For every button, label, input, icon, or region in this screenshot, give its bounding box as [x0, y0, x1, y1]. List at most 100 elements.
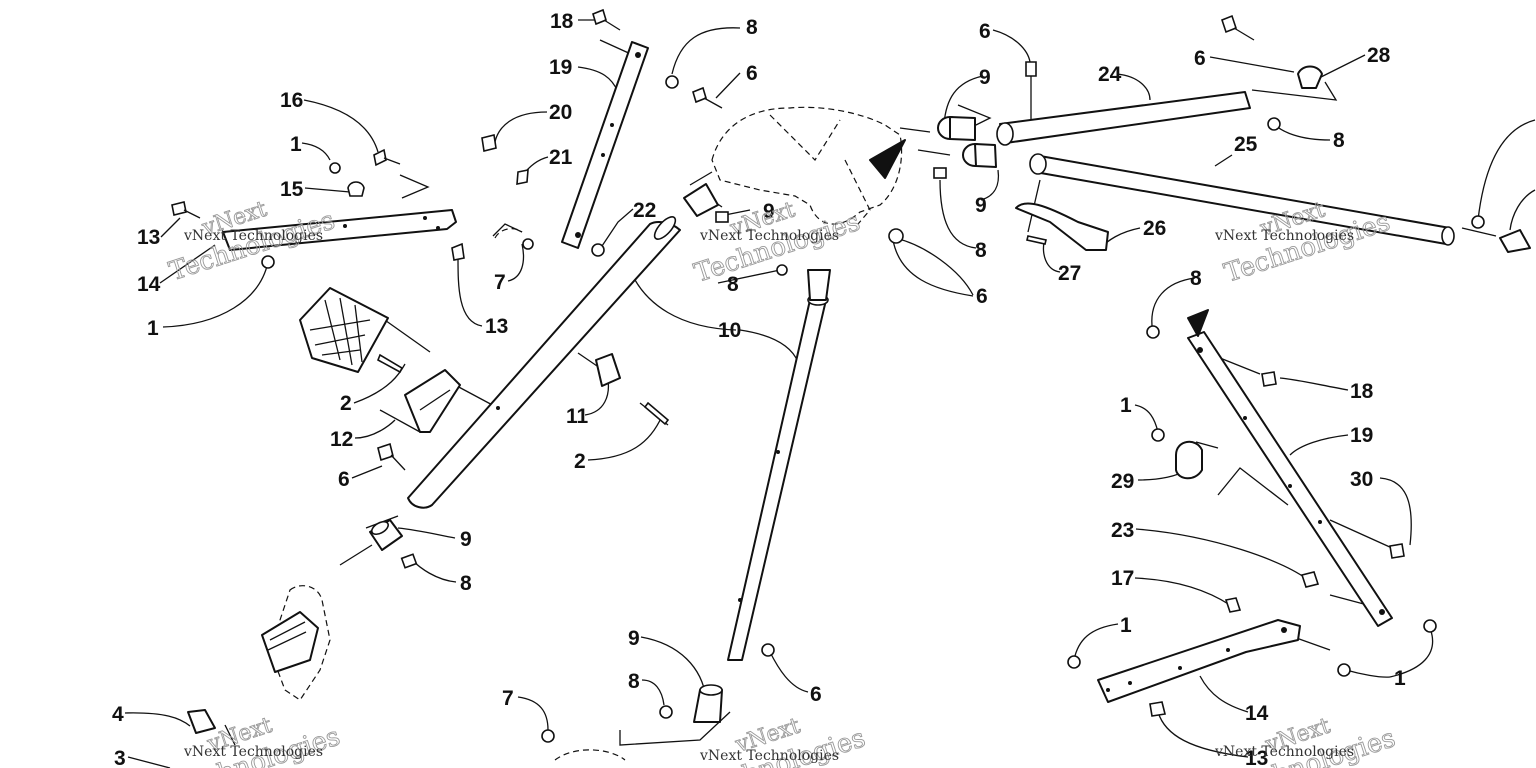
nut-right-edge: [1471, 215, 1485, 229]
callout-30: 30: [1350, 468, 1373, 491]
part-4: [187, 709, 216, 734]
nut-7-bottom: [541, 729, 555, 743]
steering-column: [541, 139, 906, 743]
bolt-20: [481, 134, 497, 152]
bolt-18-upper: [592, 8, 621, 31]
clip-11: [595, 353, 621, 387]
bolt-6-right: [1221, 14, 1255, 41]
callout-1-brace: 1: [1120, 394, 1132, 417]
bolt-16: [373, 148, 401, 167]
callout-1-left: 1: [147, 317, 159, 340]
arrow-marker-right: [1187, 309, 1209, 337]
callout-9-tube-b: 9: [975, 194, 987, 217]
nut-8-center-2: [776, 264, 788, 276]
callout-18-upper: 18: [550, 10, 574, 33]
bolt-13-left: [171, 201, 201, 219]
nut-1-bracket-left: [1067, 655, 1081, 669]
svg-text:vNext Technologies: vNext Technologies: [699, 228, 839, 244]
bolt-6-mid: [377, 442, 406, 471]
bolt-30: [1389, 543, 1405, 559]
nut-8-brace: [1146, 325, 1160, 339]
svg-text:vNext Technologies: vNext Technologies: [699, 748, 839, 764]
brace-19-right: [1146, 309, 1437, 633]
callout-13-right: 13: [1245, 747, 1268, 768]
callout-15: 15: [280, 178, 304, 201]
part-right-edge: [1499, 229, 1531, 253]
callout-26: 26: [1143, 217, 1166, 240]
callout-8-center: 8: [727, 273, 739, 296]
callout-1-bracket-left: 1: [1120, 614, 1132, 637]
callout-6-mid: 6: [338, 468, 350, 491]
callout-6-upper: 6: [746, 62, 758, 85]
callout-9-bottom: 9: [628, 627, 640, 650]
clamp-29: [1175, 440, 1219, 480]
svg-text:vNext Technologies: vNext Technologies: [183, 228, 323, 244]
callout-19-upper: 19: [549, 56, 572, 79]
callout-1-top: 1: [290, 133, 302, 156]
callout-8-bottom: 8: [628, 670, 640, 693]
cap-28: [1297, 65, 1323, 89]
callout-27: 27: [1058, 262, 1081, 285]
left-bracket: [171, 148, 534, 269]
callout-24: 24: [1098, 63, 1122, 86]
callout-21: 21: [549, 146, 573, 169]
bushing-9-bottom: [693, 684, 723, 723]
clamp-26: [1015, 202, 1109, 251]
clamp-15: [347, 181, 365, 197]
mounting-hardware: [299, 287, 670, 433]
callout-2-mid: 2: [574, 450, 586, 473]
svg-text:vNext Technologies: vNext Technologies: [1214, 744, 1354, 760]
steering-shaft-10: [369, 216, 681, 569]
nut-1-bracket-right: [1337, 663, 1351, 677]
callout-7-bottom: 7: [502, 687, 514, 710]
grille-block: [299, 287, 389, 373]
rivet-2-mid: [643, 401, 670, 426]
brace-19-upper: [481, 8, 723, 257]
callout-3: 3: [114, 747, 126, 768]
nut-1-brace: [1151, 428, 1165, 442]
watermark-captions: vNext Technologies vNext Technologies vN…: [183, 228, 1354, 764]
nut-1-right-lower: [1423, 619, 1437, 633]
handlebar-tubes: [933, 14, 1531, 253]
bracket-12: [379, 369, 461, 433]
callout-17: 17: [1111, 567, 1134, 590]
bolt-6-tube: [1025, 61, 1037, 120]
arrow-marker: [869, 139, 906, 179]
nut-1-top: [329, 162, 341, 174]
bolt-6-center: [888, 228, 904, 244]
callout-10: 10: [718, 319, 741, 342]
callout-16: 16: [280, 89, 303, 112]
rivet-2-left: [376, 353, 404, 374]
callout-19-right: 19: [1350, 424, 1373, 447]
callout-25: 25: [1234, 133, 1258, 156]
nut-7: [522, 238, 534, 250]
bushing-9-center: [683, 183, 719, 217]
bolt-17: [1224, 597, 1242, 613]
callout-13-left: 13: [137, 226, 160, 249]
lower-mount: [187, 611, 319, 734]
nut-8-right: [1267, 117, 1281, 131]
nut-8-tube: [933, 167, 947, 179]
callout-9-lower: 9: [460, 528, 472, 551]
clip-21: [516, 169, 529, 185]
callout-29: 29: [1111, 470, 1134, 493]
callout-8-brace: 8: [1190, 267, 1202, 290]
callout-6-top-center: 6: [979, 20, 991, 43]
nut-8-center: [715, 211, 729, 223]
callout-11: 11: [566, 405, 589, 428]
callout-18-right: 18: [1350, 380, 1374, 403]
callout-13-mid: 13: [485, 315, 508, 338]
callout-20: 20: [549, 101, 572, 124]
bushing-9-lower: [369, 519, 403, 551]
bushing-upper-center: [807, 269, 831, 301]
bushing-9-right-b: [962, 143, 997, 168]
screw-27: [1026, 235, 1047, 245]
callout-9-tube-a: 9: [979, 66, 991, 89]
svg-text:vNext Technologies: vNext Technologies: [1214, 228, 1354, 244]
callout-2-left: 2: [340, 392, 352, 415]
callout-6-bottom: 6: [810, 683, 822, 706]
callout-7: 7: [494, 271, 506, 294]
bolt-6-upper: [692, 86, 723, 109]
